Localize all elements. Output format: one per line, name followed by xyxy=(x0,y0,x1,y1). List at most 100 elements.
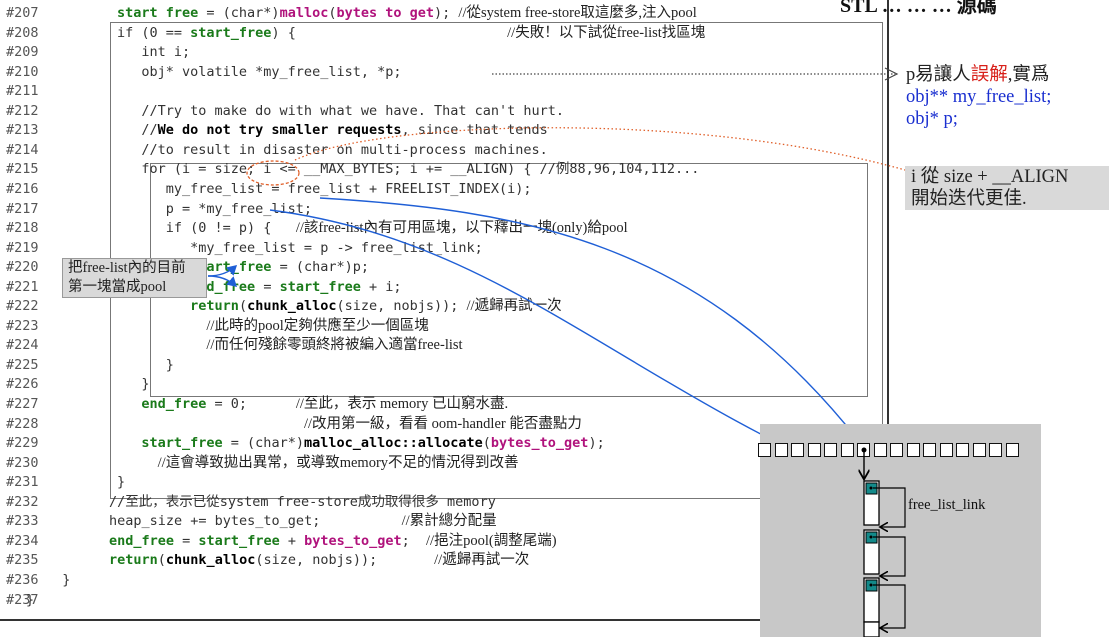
code-text: //改用第一級，看看 oom-handler 能否盡點力 xyxy=(303,415,582,432)
code-text: obj* volatile *my_free_list, *p; xyxy=(117,63,402,80)
note-left-pool: 把free-list內的目前 第一塊當成pool xyxy=(62,258,207,298)
array-cell xyxy=(939,443,953,457)
line-number: #209 xyxy=(6,44,39,61)
code-text: end_free = 0; //至此，表示 memory 已山窮水盡. xyxy=(141,396,509,412)
line-number: #213 xyxy=(6,122,39,139)
code-text: //至此，表示已從system free-store成功取得很多 memory xyxy=(109,493,496,510)
code-text: return(chunk_alloc(size, nobjs)); //遞歸再試… xyxy=(109,552,530,569)
code-text: //to result in disaster on multi-process… xyxy=(117,141,548,158)
array-cell xyxy=(906,443,920,457)
line-number: #231 xyxy=(6,474,39,491)
free-list-link-label: free_list_link xyxy=(908,497,986,513)
code-text: *my_free_list = p -> free_list_link; xyxy=(117,239,483,256)
note-i-line2: 開始迭代更佳. xyxy=(911,189,1027,209)
line-number: #227 xyxy=(6,396,39,412)
line-number: #224 xyxy=(6,337,39,354)
code-text: start free = (char*)malloc(bytes to get)… xyxy=(117,5,697,21)
line-number: #230 xyxy=(6,454,39,471)
array-cell xyxy=(824,443,837,457)
code-text: //這會導致拋出異常，或導致memory不足的情況得到改善 xyxy=(157,454,519,471)
note-p-line3: obj* p; xyxy=(906,109,958,129)
code-text: heap_size += bytes_to_get; //累計總分配量 xyxy=(109,513,497,530)
dotted-arrowhead xyxy=(884,67,899,81)
code-text: if (0 != p) { //該free-list內有可用區塊，以下釋出一塊(… xyxy=(117,220,628,237)
code-text: my_free_list = free_list + FREELIST_INDE… xyxy=(117,180,532,197)
code-text: if (0 == start_free) { //失敗！以下試從free-lis… xyxy=(117,24,706,41)
code-text: end_free = start_free + bytes_to_get; //… xyxy=(109,532,557,549)
line-number: #225 xyxy=(6,356,39,373)
code-text: } xyxy=(46,571,71,588)
code-text: //We do not try smaller requests, since … xyxy=(117,122,548,139)
note-i-line1: i 從 size + __ALIGN xyxy=(911,167,1069,187)
link-arrow-2 xyxy=(873,536,906,576)
line-number: #223 xyxy=(6,317,39,334)
array-cell xyxy=(840,443,854,457)
line-number: #232 xyxy=(6,493,39,510)
blue-arrow-my-free-list xyxy=(319,197,859,442)
note-p-text-c: ,實爲 xyxy=(1007,65,1050,85)
code-panel-border xyxy=(887,0,889,620)
free-list-diagram-bg xyxy=(760,424,1041,637)
line-number: #218 xyxy=(6,220,39,237)
note-left-line2: 第一塊當成pool xyxy=(68,279,167,295)
array-cell xyxy=(791,443,804,457)
line-number: #221 xyxy=(6,278,39,295)
line-number: #233 xyxy=(6,513,39,530)
note-p-line2: obj** my_free_list; xyxy=(906,87,1052,107)
array-cell xyxy=(890,443,903,457)
code-text: } xyxy=(26,591,35,608)
line-number: #236 xyxy=(6,571,39,588)
line-number: #219 xyxy=(6,239,39,256)
note-i-iteration: i 從 size + __ALIGN 開始迭代更佳. xyxy=(905,166,1109,210)
chunk-4 xyxy=(863,621,880,637)
array-cell xyxy=(807,443,821,457)
bracket-arrow-end xyxy=(207,275,238,287)
code-text: } xyxy=(117,376,150,393)
array-cell xyxy=(774,443,788,457)
array-cell xyxy=(1005,443,1019,457)
array-cell xyxy=(873,443,887,457)
line-number: #228 xyxy=(6,415,39,432)
link-arrow-1 xyxy=(873,487,906,527)
note-p-text-a: p易讓人 xyxy=(906,65,971,85)
line-number: #216 xyxy=(6,180,39,197)
note-p-misunderstanding: p易讓人誤解,實爲 obj** my_free_list; obj* p; xyxy=(906,64,1051,130)
line-number: #214 xyxy=(6,141,39,158)
code-text: //此時的pool定夠供應至少一個區塊 xyxy=(206,317,429,334)
array-cell xyxy=(923,443,936,457)
array-cell xyxy=(972,443,986,457)
array-cell xyxy=(956,443,969,457)
line-number: #211 xyxy=(6,83,39,100)
line-number: #212 xyxy=(6,102,39,119)
line-number: #220 xyxy=(6,259,39,276)
header-fragment: STL … … … 源碼 xyxy=(840,0,997,17)
line-number: #229 xyxy=(6,435,39,452)
line-number: #207 xyxy=(6,5,39,21)
line-number: #237 xyxy=(6,591,39,608)
size-highlight xyxy=(246,160,300,186)
code-text: start_free = (char*)malloc_alloc::alloca… xyxy=(141,435,605,452)
code-text: //Try to make do with what we have. That… xyxy=(117,102,565,119)
note-left-line1: 把free-list內的目前 xyxy=(68,260,186,276)
line-number: #234 xyxy=(6,532,39,549)
code-text: return(chunk_alloc(size, nobjs)); //遞歸再試… xyxy=(190,298,562,315)
line-number: #210 xyxy=(6,63,39,80)
code-text: } xyxy=(117,474,126,491)
line-number: #215 xyxy=(6,161,39,178)
line-number: #217 xyxy=(6,200,39,217)
code-text: //而任何殘餘零頭終將被編入適當free-list xyxy=(206,337,463,354)
code-text: for (i = size; i <= __MAX_BYTES; i += __… xyxy=(117,161,700,178)
orange-pointer-curve xyxy=(294,127,913,173)
code-text: int i; xyxy=(117,44,191,61)
array-cell xyxy=(989,443,1002,457)
line-number: #235 xyxy=(6,552,39,569)
link-arrow-3 xyxy=(873,584,906,628)
note-p-text-b: 誤解 xyxy=(970,65,1008,85)
line-number: #222 xyxy=(6,298,39,315)
array-cell xyxy=(758,443,771,457)
code-panel-bottom xyxy=(0,619,760,621)
code-text: } xyxy=(117,356,174,373)
line-number: #226 xyxy=(6,376,39,393)
